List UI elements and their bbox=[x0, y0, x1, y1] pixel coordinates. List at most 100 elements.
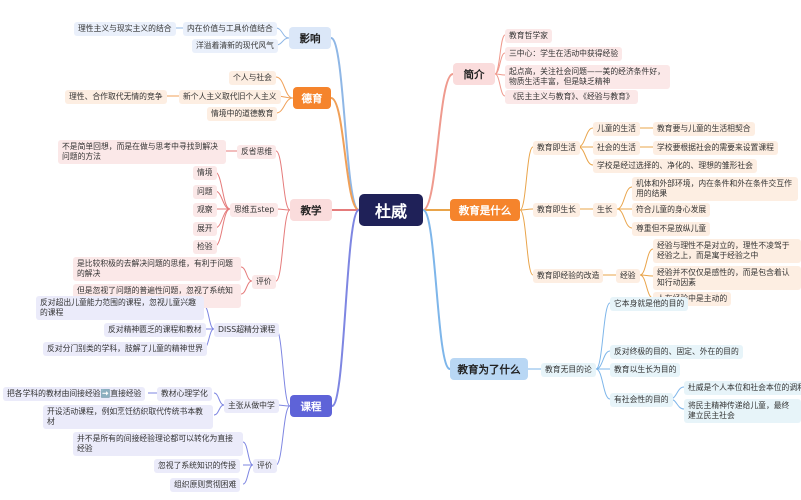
branch-influence[interactable]: 影响 bbox=[289, 27, 331, 49]
node-interaction[interactable]: 机体和外部环境，内在条件和外在条件交互作用的结果 bbox=[632, 177, 798, 201]
connector-line bbox=[214, 171, 231, 210]
node-individual-society[interactable]: 个人与社会 bbox=[229, 71, 276, 85]
connector-line bbox=[275, 76, 294, 99]
connector-line bbox=[494, 52, 506, 75]
connector-line bbox=[275, 150, 291, 211]
node-new-individualism[interactable]: 新个人主义取代旧个人主义 bbox=[179, 90, 281, 104]
connector-line bbox=[595, 350, 611, 370]
node-cannot-convert[interactable]: 并不是所有的间接经验理论都可以转化为直接经验 bbox=[73, 432, 243, 456]
node-oppose-fixed-aims[interactable]: 反对终极的目的、固定、外在的目的 bbox=[610, 345, 743, 359]
connector-line bbox=[242, 464, 254, 485]
connector-line bbox=[330, 37, 360, 211]
node-social-aim[interactable]: 有社会性的目的 bbox=[610, 393, 673, 407]
node-teaching-evaluation[interactable]: 评价 bbox=[252, 275, 276, 289]
connector-line bbox=[275, 328, 291, 407]
node-child-life[interactable]: 儿童的生活 bbox=[593, 122, 640, 136]
connector-line bbox=[519, 209, 534, 276]
node-experience-reason[interactable]: 经验与理性不是对立的，理性不凌驾于经验之上，而是寓于经验之中 bbox=[653, 239, 801, 263]
connector-line bbox=[213, 404, 225, 416]
node-reflective-desc[interactable]: 不是简单回想，而是在做与思考中寻找到解决问题的方法 bbox=[58, 140, 226, 164]
connector-line bbox=[639, 274, 654, 299]
node-hard-to-implement[interactable]: 组织原则贯彻困难 bbox=[170, 478, 241, 492]
node-physical-mental[interactable]: 符合儿童的身心发展 bbox=[632, 203, 711, 217]
node-education-is-life[interactable]: 教育即生活 bbox=[533, 141, 580, 155]
connector-line bbox=[577, 127, 594, 148]
node-step-situation[interactable]: 情境 bbox=[193, 166, 217, 180]
connector-line bbox=[275, 209, 291, 282]
node-oppose-beyond-ability[interactable]: 反对超出儿童能力范围的课程，忽视儿童兴趣的课程 bbox=[36, 296, 204, 320]
node-teaching-pro[interactable]: 是比较积极的去解决问题的思维，有利于问题的解决 bbox=[73, 257, 241, 281]
connector-line bbox=[240, 280, 253, 295]
node-philosopher[interactable]: 教育哲学家 bbox=[505, 29, 552, 43]
node-reconcile[interactable]: 杜威是个人本位和社会本位的调和 bbox=[684, 381, 801, 395]
connector-line bbox=[494, 73, 506, 97]
connector-line bbox=[275, 405, 291, 466]
node-ideal-society[interactable]: 学校是经过选择的、净化的、理想的雏形社会 bbox=[593, 159, 757, 173]
node-education-is-experience[interactable]: 教育即经验的改造 bbox=[533, 269, 604, 283]
node-activity-curriculum[interactable]: 开设活动课程，例如烹饪纺织取代传统书本教材 bbox=[43, 405, 213, 429]
node-step-problem[interactable]: 问题 bbox=[193, 185, 217, 199]
node-step-observe[interactable]: 观察 bbox=[193, 203, 217, 217]
connector-line bbox=[214, 190, 231, 210]
node-democracy[interactable]: 将民主精神传递给儿童，最终建立民主社会 bbox=[684, 399, 801, 423]
node-curriculum-evaluation[interactable]: 评价 bbox=[253, 459, 277, 473]
node-education-is-growth[interactable]: 教育即生长 bbox=[533, 203, 580, 217]
node-books[interactable]: 《民主主义与教育》、《经验与教育》 bbox=[505, 90, 638, 104]
node-respect-child[interactable]: 尊重但不是放纵儿童 bbox=[632, 222, 711, 236]
connector-line bbox=[422, 73, 454, 211]
connector-line bbox=[275, 97, 294, 114]
node-fit-child-life[interactable]: 教育要与儿童的生活相契合 bbox=[653, 122, 755, 136]
connector-line bbox=[330, 97, 360, 211]
node-oppose-spiritless[interactable]: 反对精神匮乏的课程和教材 bbox=[104, 323, 206, 337]
node-itself-is-aim[interactable]: 它本身就是他的目的 bbox=[610, 297, 689, 311]
connector-line bbox=[242, 441, 254, 466]
node-growth-as-aim[interactable]: 教育以生长为目的 bbox=[610, 363, 681, 377]
connector-line bbox=[275, 208, 291, 211]
node-experience-cognitive[interactable]: 经验并不仅仅是感性的，而是包含着认知行动因素 bbox=[653, 266, 801, 290]
connector-line bbox=[519, 146, 534, 211]
connector-line bbox=[595, 368, 611, 400]
node-no-aim-theory[interactable]: 教育无目的论 bbox=[541, 363, 596, 377]
node-situational-moral[interactable]: 情境中的道德教育 bbox=[207, 107, 278, 121]
branch-what-is-education[interactable]: 教育是什么 bbox=[450, 199, 520, 221]
branch-teaching[interactable]: 教学 bbox=[290, 199, 332, 221]
connector-line bbox=[616, 208, 633, 229]
node-intrinsic-instrumental[interactable]: 内在价值与工具价值结合 bbox=[183, 22, 277, 36]
connector-line bbox=[577, 146, 594, 166]
central-topic[interactable]: 杜威 bbox=[359, 194, 423, 226]
node-rationalism-realism[interactable]: 理性主义与现实主义的结合 bbox=[74, 22, 176, 36]
branch-moral-education[interactable]: 德育 bbox=[293, 87, 331, 109]
connector-line bbox=[422, 209, 451, 370]
node-growth[interactable]: 生长 bbox=[593, 203, 617, 217]
node-step-verify[interactable]: 检验 bbox=[193, 240, 217, 254]
connector-line bbox=[214, 208, 231, 247]
node-learning-by-doing[interactable]: 主张从做中学 bbox=[224, 399, 279, 413]
node-ignore-systematic[interactable]: 忽视了系统知识的传授 bbox=[154, 459, 240, 473]
node-diss-curriculum[interactable]: DISS超精分课程 bbox=[214, 323, 280, 337]
connector-line bbox=[616, 186, 633, 210]
connector-line bbox=[331, 209, 360, 407]
node-high-start[interactable]: 起点高，关注社会问题——美的经济条件好，物质生活丰富，但是缺乏精神 bbox=[505, 65, 670, 89]
connector-line bbox=[519, 208, 534, 211]
connector-line bbox=[213, 392, 225, 406]
node-society-needs[interactable]: 学校要根据社会的需要来设置课程 bbox=[653, 141, 778, 155]
branch-curriculum[interactable]: 课程 bbox=[290, 395, 332, 417]
connector-line bbox=[639, 248, 654, 276]
node-modern-style[interactable]: 洋溢着清新的现代风气 bbox=[192, 39, 278, 53]
node-reflective-thinking[interactable]: 反省思维 bbox=[237, 145, 277, 159]
node-oppose-subjects[interactable]: 反对分门别类的学科，肢解了儿童的精神世界 bbox=[43, 342, 207, 356]
branch-introduction[interactable]: 简介 bbox=[453, 63, 495, 85]
node-step-expand[interactable]: 展开 bbox=[193, 222, 217, 236]
node-psychologize-materials[interactable]: 教材心理学化 bbox=[157, 387, 212, 401]
connector-line bbox=[240, 266, 253, 282]
node-three-centers[interactable]: 三中心：学生在活动中获得经验 bbox=[505, 47, 623, 61]
node-indirect-to-direct[interactable]: 把各学科的教材由间接经验➡️直接经验 bbox=[3, 387, 146, 401]
connector-line bbox=[275, 27, 290, 39]
node-cooperation[interactable]: 理性、合作取代无情的竞争 bbox=[65, 90, 167, 104]
node-experience[interactable]: 经验 bbox=[616, 269, 640, 283]
node-social-life[interactable]: 社会的生活 bbox=[593, 141, 640, 155]
connector-line bbox=[595, 302, 611, 370]
branch-purpose-of-education[interactable]: 教育为了什么 bbox=[450, 358, 528, 380]
node-five-steps[interactable]: 思维五step bbox=[230, 203, 279, 217]
